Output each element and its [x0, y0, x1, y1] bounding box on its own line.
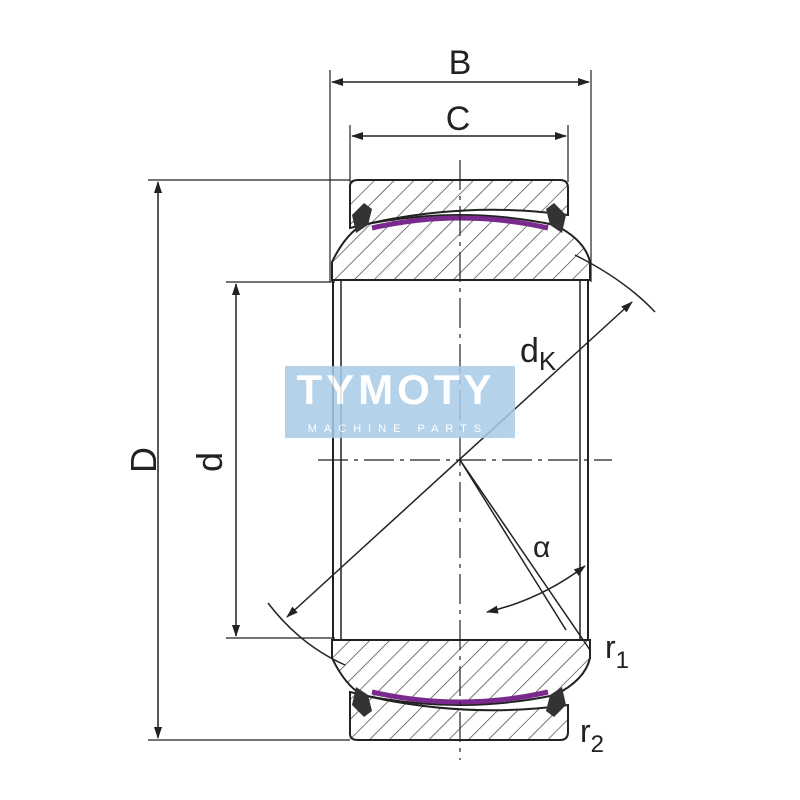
inner-ring-bottom	[331, 639, 591, 706]
label-d: d	[189, 452, 230, 472]
alpha-line-1	[459, 459, 591, 651]
label-r1: r1	[605, 629, 629, 674]
watermark: TYMOTY MACHINE PARTS	[285, 366, 515, 438]
label-B: B	[449, 44, 472, 82]
label-alpha: α	[533, 531, 550, 564]
alpha-arc	[486, 565, 586, 614]
label-r2: r2	[580, 713, 604, 758]
watermark-tagline: MACHINE PARTS	[308, 423, 488, 435]
outer-ring-top	[349, 179, 569, 230]
dim-dk-line	[286, 301, 633, 618]
extension-lines	[148, 70, 592, 741]
sphere-arc-bottom	[267, 602, 346, 666]
dimension-lines	[154, 78, 656, 739]
sphere-arc-top	[574, 254, 656, 313]
label-C: C	[446, 100, 471, 138]
label-dk: dK	[520, 332, 557, 376]
watermark-brand: TYMOTY	[297, 366, 496, 413]
seals	[352, 203, 566, 717]
outer-ring-bottom	[349, 690, 569, 741]
label-D: D	[123, 447, 164, 473]
inner-ring-top	[331, 214, 591, 281]
